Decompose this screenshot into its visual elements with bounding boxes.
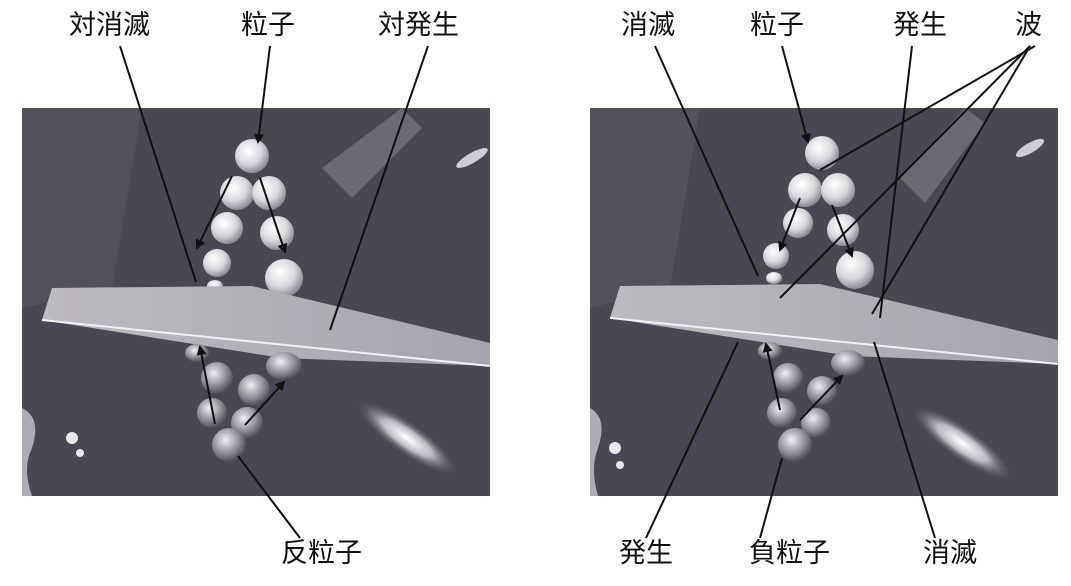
negative-particle-bubble <box>831 350 865 376</box>
label-creation-bottom-right: 発生 <box>616 540 676 567</box>
label-annihilation-right: 消滅 <box>618 12 678 39</box>
particle-bubble <box>763 243 789 269</box>
antiparticle-bubble <box>185 344 209 362</box>
particle-bubble <box>252 176 286 210</box>
label-pair-creation-left: 対発生 <box>375 12 462 39</box>
antiparticle-bubble <box>201 362 233 394</box>
small-creature <box>609 442 621 454</box>
left-illustration <box>22 108 490 496</box>
antiparticle-bubble <box>266 352 302 380</box>
negative-particle-bubble <box>758 342 782 360</box>
surface-edge <box>41 319 490 367</box>
spiral-galaxy <box>912 406 1012 480</box>
negative-particle-bubble <box>778 428 812 462</box>
particle-bubble <box>211 212 243 244</box>
negative-particle-bubble <box>767 398 797 428</box>
label-negative-particle-right: 負粒子 <box>746 540 833 567</box>
particle-bubble <box>265 259 303 297</box>
particle-bubble <box>203 249 231 277</box>
right-illustration-panel <box>590 108 1058 496</box>
particle-bubble <box>836 251 874 289</box>
chain-decoration <box>590 408 602 496</box>
small-creature <box>616 461 624 469</box>
right-illustration <box>590 108 1058 496</box>
label-antiparticle-left: 反粒子 <box>278 540 365 567</box>
label-annihilation-bottom-right: 消滅 <box>920 540 980 567</box>
surface-edge <box>609 317 1058 365</box>
small-galaxy <box>456 148 488 168</box>
antiparticle-bubble <box>212 428 246 462</box>
vacuum-surface <box>610 284 1058 364</box>
small-creature <box>76 449 84 457</box>
particle-bubble <box>827 214 859 246</box>
label-pair-annihilation-left: 対消滅 <box>66 12 153 39</box>
particle-bubble <box>766 272 782 284</box>
particle-bubble <box>788 173 822 207</box>
left-illustration-panel <box>22 108 490 496</box>
label-wave-right: 波 <box>1012 12 1045 39</box>
nebula-shape <box>22 108 142 308</box>
label-particle-right: 粒子 <box>747 12 807 39</box>
vacuum-surface <box>42 286 490 366</box>
antiparticle-bubble <box>238 374 270 406</box>
spiral-galaxy <box>357 401 457 475</box>
particle-bubble <box>783 208 813 238</box>
antiparticle-bubble <box>197 398 227 428</box>
label-creation-right: 発生 <box>890 12 950 39</box>
particle-bubble <box>235 139 269 173</box>
particle-bubble <box>821 173 855 207</box>
particle-bubble <box>260 216 294 250</box>
label-particle-left: 粒子 <box>238 12 298 39</box>
chain-decoration <box>22 408 36 496</box>
negative-particle-bubble <box>807 376 837 406</box>
particle-bubble <box>220 176 254 210</box>
small-creature <box>66 432 78 444</box>
particle-bubble <box>805 136 839 170</box>
negative-particle-bubble <box>773 363 803 393</box>
